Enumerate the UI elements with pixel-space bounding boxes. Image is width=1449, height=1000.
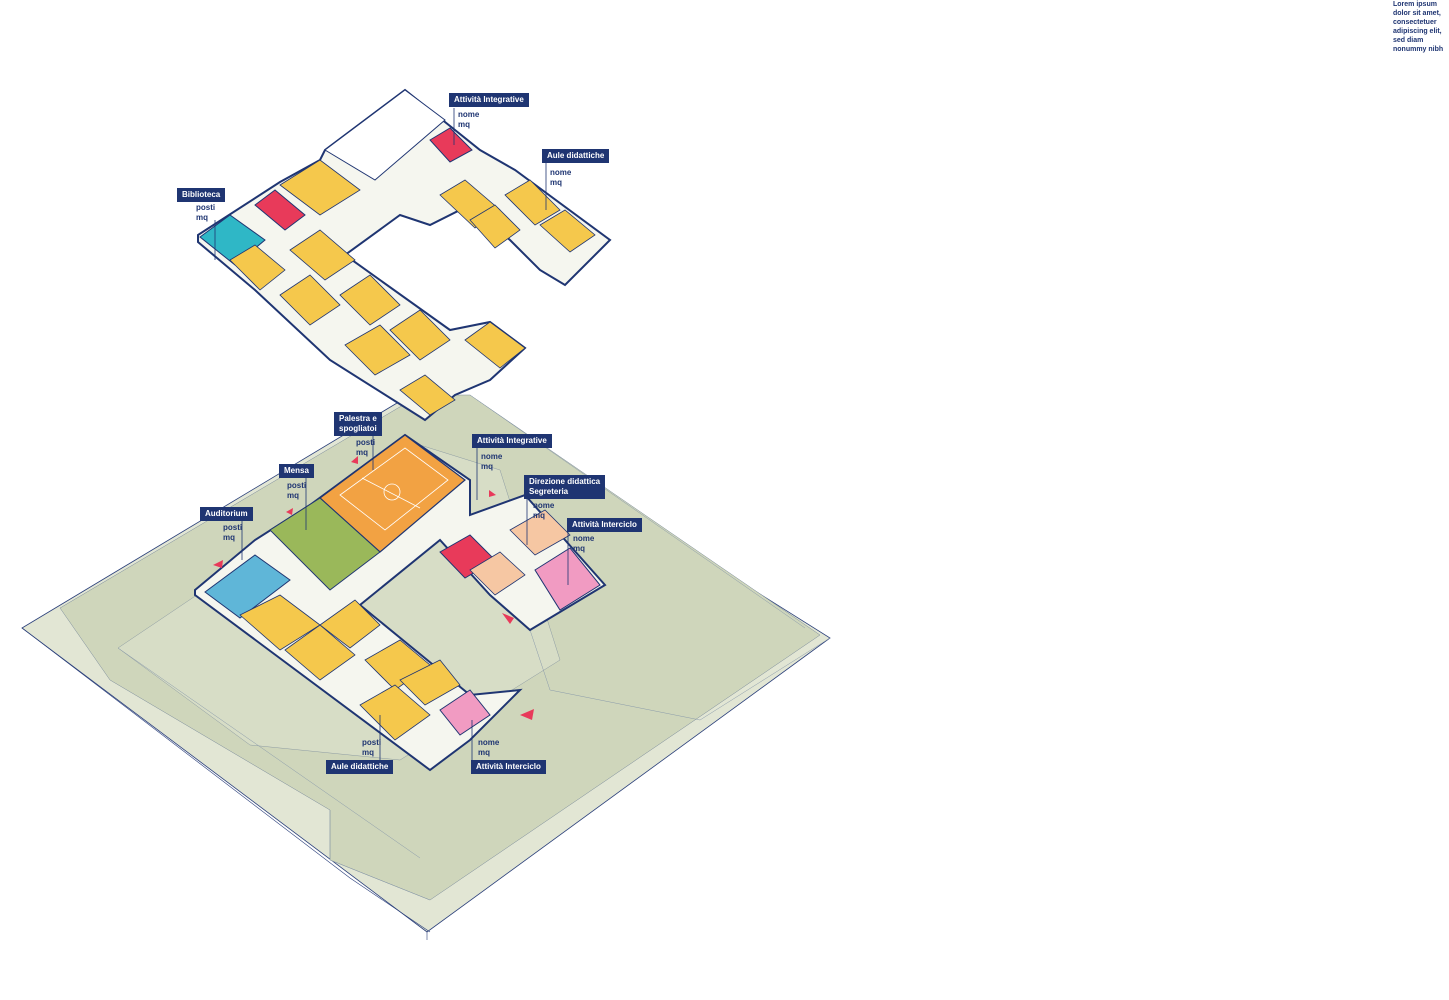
label-attivita-integrative-upper: Attività Integrative <box>449 93 529 107</box>
upper-floor-building <box>197 88 612 422</box>
label-aule-didattiche-ground: Aule didattiche <box>326 760 394 774</box>
label-auditorium: Auditorium <box>200 507 253 521</box>
label-direzione: Direzione didattica Segreteria <box>524 475 606 499</box>
entrance-markers <box>213 456 534 720</box>
values-direzione: nome mq <box>533 501 555 520</box>
values-biblioteca: posti mq <box>196 203 216 222</box>
corner-note: Lorem ipsum dolor sit amet, consectetuer… <box>1393 1 1444 53</box>
values-palestra: posti mq <box>356 438 376 457</box>
values-aule-didattiche-ground: posti mq <box>362 738 382 757</box>
values-attivita-integrative-upper: nome mq <box>458 110 480 129</box>
label-biblioteca: Biblioteca <box>177 188 226 202</box>
label-mensa: Mensa <box>279 464 314 478</box>
values-aule-didattiche-upper: nome mq <box>550 168 572 187</box>
values-attivita-interciclo-south: nome mq <box>478 738 500 757</box>
label-attivita-interciclo-south: Attività Interciclo <box>471 760 546 774</box>
label-attivita-interciclo-east: Attività Interciclo <box>567 518 642 532</box>
ground-floor-building <box>194 433 607 772</box>
label-attivita-integrative-ground: Attività Integrative <box>472 434 552 448</box>
values-auditorium: posti mq <box>223 523 243 542</box>
label-aule-didattiche-upper: Aule didattiche <box>542 149 610 163</box>
label-palestra: Palestra e spogliatoi <box>334 412 382 436</box>
values-mensa: posti mq <box>287 481 307 500</box>
values-attivita-interciclo-east: nome mq <box>573 534 595 553</box>
values-attivita-integrative-ground: nome mq <box>481 452 503 471</box>
leader-lines <box>214 108 569 760</box>
